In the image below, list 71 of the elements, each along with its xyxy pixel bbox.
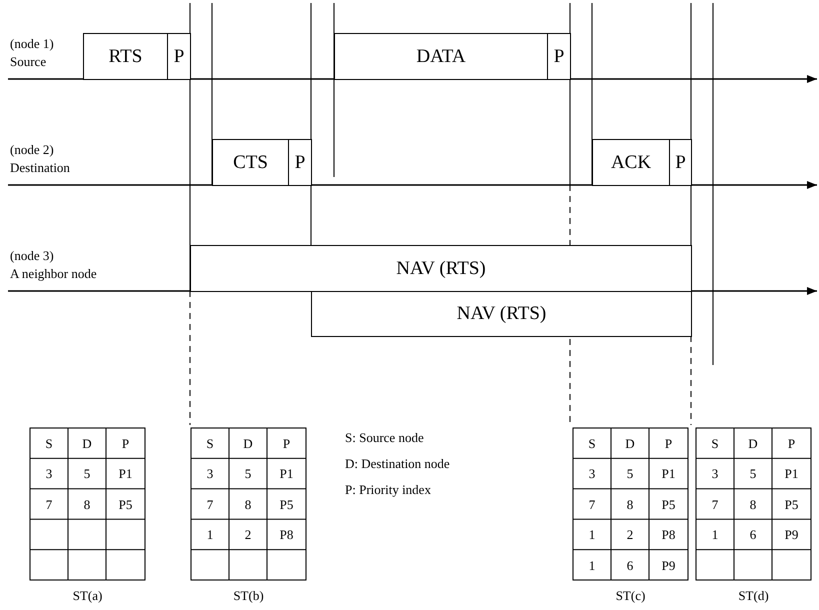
table-value: P5 [784,496,800,512]
table-value: P1 [784,466,800,482]
table-value: 7 [206,496,214,512]
lane-label: Destination [10,160,70,175]
table-header: D [81,436,93,451]
table-value: 7 [588,496,596,512]
table-caption: ST(c) [614,588,646,603]
table-header: P [120,436,130,451]
table-value: 5 [82,466,92,482]
lane-label: (node 2) [10,142,54,157]
table-header: S [710,436,720,451]
nav-bar: NAV (RTS) [190,245,692,292]
table-value: 3 [44,466,54,482]
table-value: 8 [82,496,92,512]
table-value: 7 [710,496,720,512]
lane-label: A neighbor node [10,266,97,281]
priority-box: P [288,139,312,186]
table-value: 8 [244,496,252,512]
key-text: D: Destination node [345,456,450,471]
table-value: 2 [244,527,252,542]
lane-label: (node 1) [10,36,54,51]
table-header: D [747,436,759,451]
priority-box: P [167,33,191,80]
table-value: P1 [278,466,294,482]
table-value: 5 [748,466,758,482]
table-header: P [664,436,674,451]
table-header: S [44,436,54,451]
table-value: 2 [626,527,634,542]
frame-box: DATA [334,33,548,80]
table-value: P5 [660,496,676,512]
table-value: 3 [710,466,720,482]
priority-box: P [547,33,571,80]
table-header: S [587,436,597,451]
table-value: 5 [244,466,252,482]
key-text: P: Priority index [345,482,431,497]
key-text: S: Source node [345,430,424,445]
table-value: P9 [784,527,800,542]
table-value: 3 [588,466,596,482]
table-value: 8 [626,496,634,512]
lane-label: (node 3) [10,248,54,263]
table-value: 3 [206,466,214,482]
table-value: 1 [710,527,720,542]
table-value: P5 [278,496,294,512]
table-caption: ST(b) [232,588,265,603]
table-value: 6 [748,527,758,542]
lane-label: Source [10,54,46,69]
table-header: P [786,436,796,451]
table-header: D [624,436,636,451]
frame-box: ACK [592,139,670,186]
table-value: 1 [588,558,596,573]
table-value: 6 [626,558,634,573]
table-value: 5 [626,466,634,482]
frame-box: CTS [212,139,289,186]
table-header: S [205,436,215,451]
table-value: P5 [118,496,134,512]
table-caption: ST(a) [72,588,104,603]
frame-box: RTS [83,33,168,80]
table-value: P8 [660,527,676,542]
table-value: P1 [660,466,676,482]
table-value: 1 [206,527,214,542]
table-header: D [242,436,254,451]
table-value: 1 [588,527,596,542]
nav-bar: NAV (RTS) [311,291,692,337]
table-value: 7 [44,496,54,512]
priority-box: P [669,139,692,186]
table-value: P8 [278,527,294,542]
table-value: 8 [748,496,758,512]
table-caption: ST(d) [737,588,770,603]
table-header: P [282,436,292,451]
table-value: P1 [118,466,134,482]
table-value: P9 [660,558,676,573]
